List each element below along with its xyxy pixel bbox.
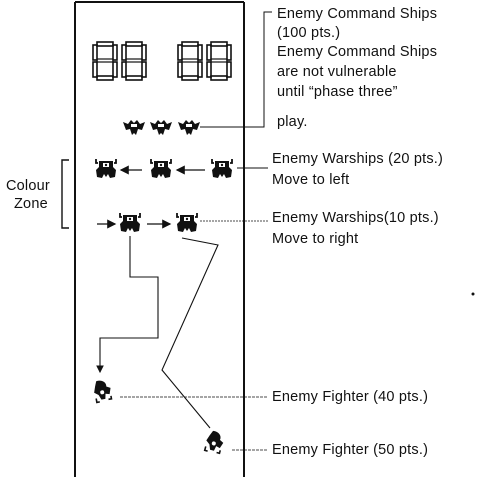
label-command-ships-4: are not vulnerable xyxy=(277,64,397,80)
fighter-path-left xyxy=(96,236,159,374)
leader-line-command xyxy=(200,11,272,128)
game-screen-border xyxy=(74,1,245,477)
label-command-ships-2: (100 pts.) xyxy=(277,25,341,41)
label-fighter-50: Enemy Fighter (50 pts.) xyxy=(272,442,429,458)
label-warships-20-title: Enemy Warships (20 pts.) xyxy=(272,151,444,167)
warship-icon xyxy=(119,212,141,233)
label-fighter-40: Enemy Fighter (40 pts.) xyxy=(272,389,429,405)
label-command-ships-1: Enemy Command Ships xyxy=(277,6,438,22)
warship-icon xyxy=(95,158,117,179)
fighter-icon xyxy=(202,428,227,456)
command-ship-icon xyxy=(178,120,200,135)
warship-icon xyxy=(176,212,198,233)
command-ship-icon xyxy=(150,120,172,135)
fighter-icon xyxy=(91,377,114,404)
game-screen xyxy=(70,0,248,477)
label-warships-20-move: Move to left xyxy=(272,172,350,188)
label-command-ships-3: Enemy Command Ships xyxy=(277,44,438,60)
label-colour-zone-2: Zone xyxy=(14,196,48,212)
colour-zone-bracket xyxy=(61,159,69,229)
fighter-path-right xyxy=(161,237,219,429)
label-colour-zone-1: Colour xyxy=(6,178,50,194)
stray-dot xyxy=(471,292,475,296)
command-ship-icon xyxy=(123,120,145,135)
label-command-ships-6: play. xyxy=(277,114,308,130)
label-warships-10-move: Move to right xyxy=(272,231,359,247)
warship-icon xyxy=(150,158,172,179)
warship-icon xyxy=(211,158,233,179)
label-command-ships-5: until “phase three” xyxy=(277,84,398,100)
label-warships-10-title: Enemy Warships(10 pts.) xyxy=(272,210,439,226)
